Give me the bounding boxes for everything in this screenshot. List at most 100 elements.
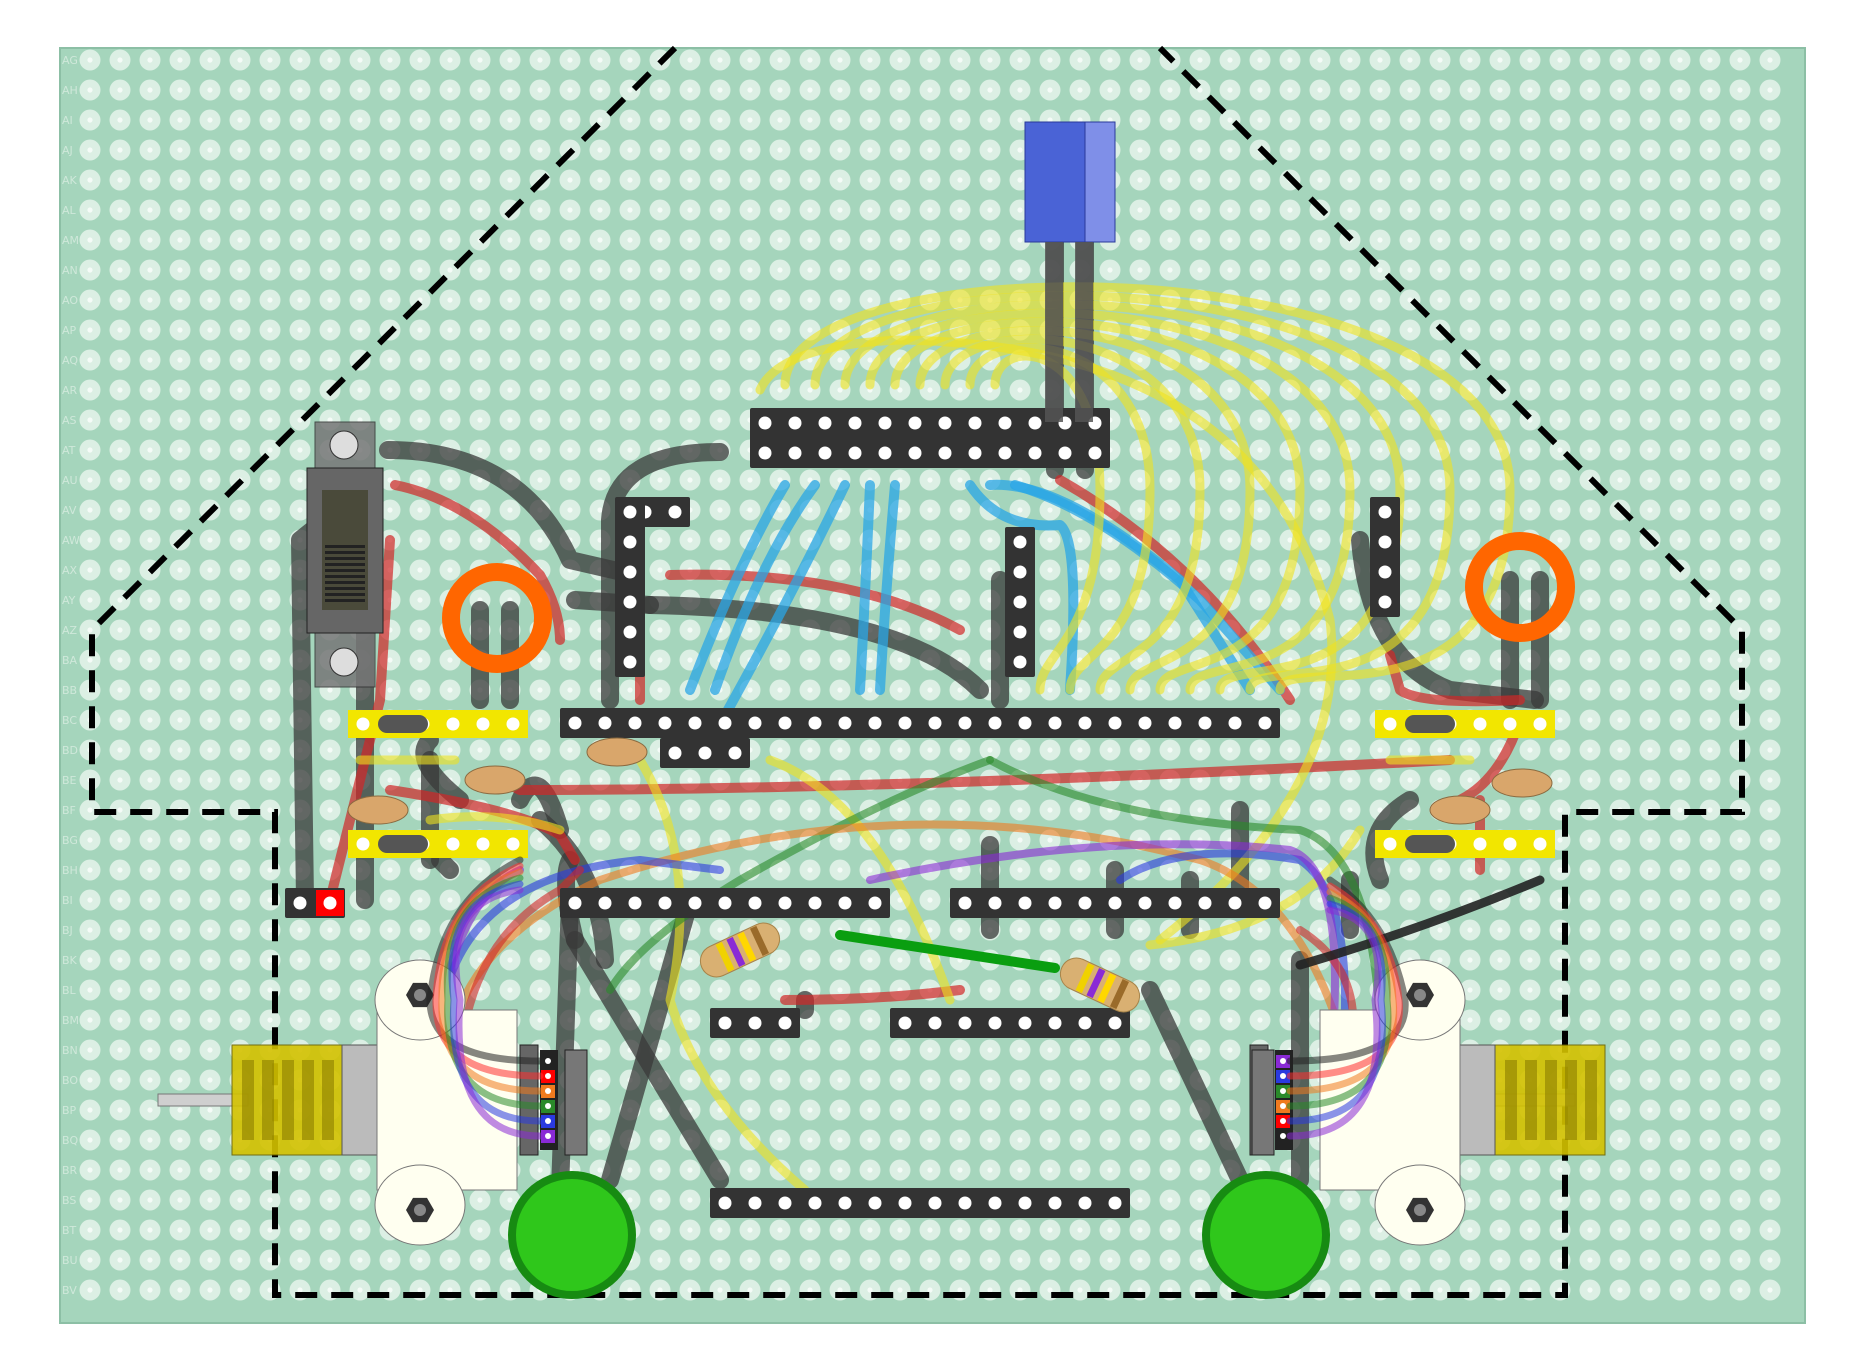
board-hole-center (1557, 57, 1563, 63)
board-hole-center (1557, 537, 1563, 543)
board-hole-center (237, 117, 243, 123)
board-hole-center (1677, 1017, 1683, 1023)
board-hole-center (1047, 1047, 1053, 1053)
board-hole-center (1707, 1197, 1713, 1203)
board-hole-center (1767, 537, 1773, 543)
board-hole-center (447, 567, 453, 573)
board-hole-center (717, 267, 723, 273)
board-hole-center (657, 657, 663, 663)
board-hole-center (777, 147, 783, 153)
board-hole-center (1647, 897, 1653, 903)
board-hole-center (687, 177, 693, 183)
board-hole-center (237, 1227, 243, 1233)
board-hole-center (1527, 867, 1533, 873)
board-hole-center (1767, 567, 1773, 573)
board-hole-center (1737, 297, 1743, 303)
board-hole-center (807, 57, 813, 63)
board-hole-center (1467, 447, 1473, 453)
board-hole-center (1437, 537, 1443, 543)
board-hole-center (1497, 957, 1503, 963)
board-hole-center (1077, 1167, 1083, 1173)
board-hole-center (1737, 1167, 1743, 1173)
board-hole-center (357, 297, 363, 303)
board-hole-center (657, 1137, 663, 1143)
board-hole-center (1617, 837, 1623, 843)
board-hole-center (957, 1167, 963, 1173)
board-hole-center (1227, 57, 1233, 63)
board-hole-center (1497, 477, 1503, 483)
board-hole-center (1677, 1167, 1683, 1173)
board-hole-center (1617, 567, 1623, 573)
board-hole-center (1227, 477, 1233, 483)
board-hole-center (267, 657, 273, 663)
board-hole-center (1647, 147, 1653, 153)
board-hole-center (897, 627, 903, 633)
board-hole-center (747, 627, 753, 633)
board-hole-center (1287, 387, 1293, 393)
board-hole-center (867, 1227, 873, 1233)
board-hole-center (417, 57, 423, 63)
board-hole-center (477, 267, 483, 273)
board-hole-center (1737, 507, 1743, 513)
board-hole-center (987, 1227, 993, 1233)
board-hole-center (1677, 1257, 1683, 1263)
board-hole-center (837, 1167, 843, 1173)
board-hole-center (1467, 927, 1473, 933)
board-hole-center (147, 1197, 153, 1203)
board-hole-center (537, 267, 543, 273)
board-hole-center (417, 1257, 423, 1263)
board-hole-center (177, 237, 183, 243)
board-hole-center (1377, 777, 1383, 783)
board-hole-center (327, 297, 333, 303)
board-hole-center (867, 747, 873, 753)
board-hole-center (147, 897, 153, 903)
board-hole-center (687, 117, 693, 123)
board-hole-center (897, 1227, 903, 1233)
board-hole-center (1677, 327, 1683, 333)
board-hole-center (507, 747, 513, 753)
board-hole-center (927, 57, 933, 63)
row-label: AI (62, 114, 73, 127)
board-hole-center (987, 57, 993, 63)
board-hole-center (327, 717, 333, 723)
board-hole-center (1317, 777, 1323, 783)
board-hole-center (567, 207, 573, 213)
board-hole-center (687, 297, 693, 303)
board-hole-center (87, 1017, 93, 1023)
board-hole-center (657, 417, 663, 423)
board-hole-center (1197, 267, 1203, 273)
board-hole-center (147, 57, 153, 63)
board-hole-center (1467, 207, 1473, 213)
board-hole-center (417, 357, 423, 363)
board-hole-center (1407, 477, 1413, 483)
board-hole-center (867, 927, 873, 933)
row-label: AZ (62, 624, 78, 637)
board-hole-center (267, 717, 273, 723)
board-hole-center (1167, 687, 1173, 693)
board-hole-center (267, 147, 273, 153)
board-hole-center (1347, 177, 1353, 183)
board-hole-center (1257, 507, 1263, 513)
board-hole-center (1317, 87, 1323, 93)
board-hole-center (807, 657, 813, 663)
board-hole-center (477, 477, 483, 483)
board-hole-center (1497, 1227, 1503, 1233)
board-hole-center (147, 327, 153, 333)
board-hole-center (1677, 387, 1683, 393)
board-hole-center (1767, 477, 1773, 483)
board-hole-center (1527, 957, 1533, 963)
board-hole-center (1437, 207, 1443, 213)
board-hole-center (687, 957, 693, 963)
board-hole-center (327, 87, 333, 93)
board-hole-center (1167, 177, 1173, 183)
board-hole-center (327, 867, 333, 873)
board-hole-center (1137, 267, 1143, 273)
board-hole-center (87, 1167, 93, 1173)
board-hole-center (927, 267, 933, 273)
board-hole-center (837, 1227, 843, 1233)
board-hole-center (1767, 57, 1773, 63)
board-hole-center (1047, 597, 1053, 603)
header-pin (848, 416, 862, 430)
board-hole-center (1107, 687, 1113, 693)
board-hole-center (117, 627, 123, 633)
